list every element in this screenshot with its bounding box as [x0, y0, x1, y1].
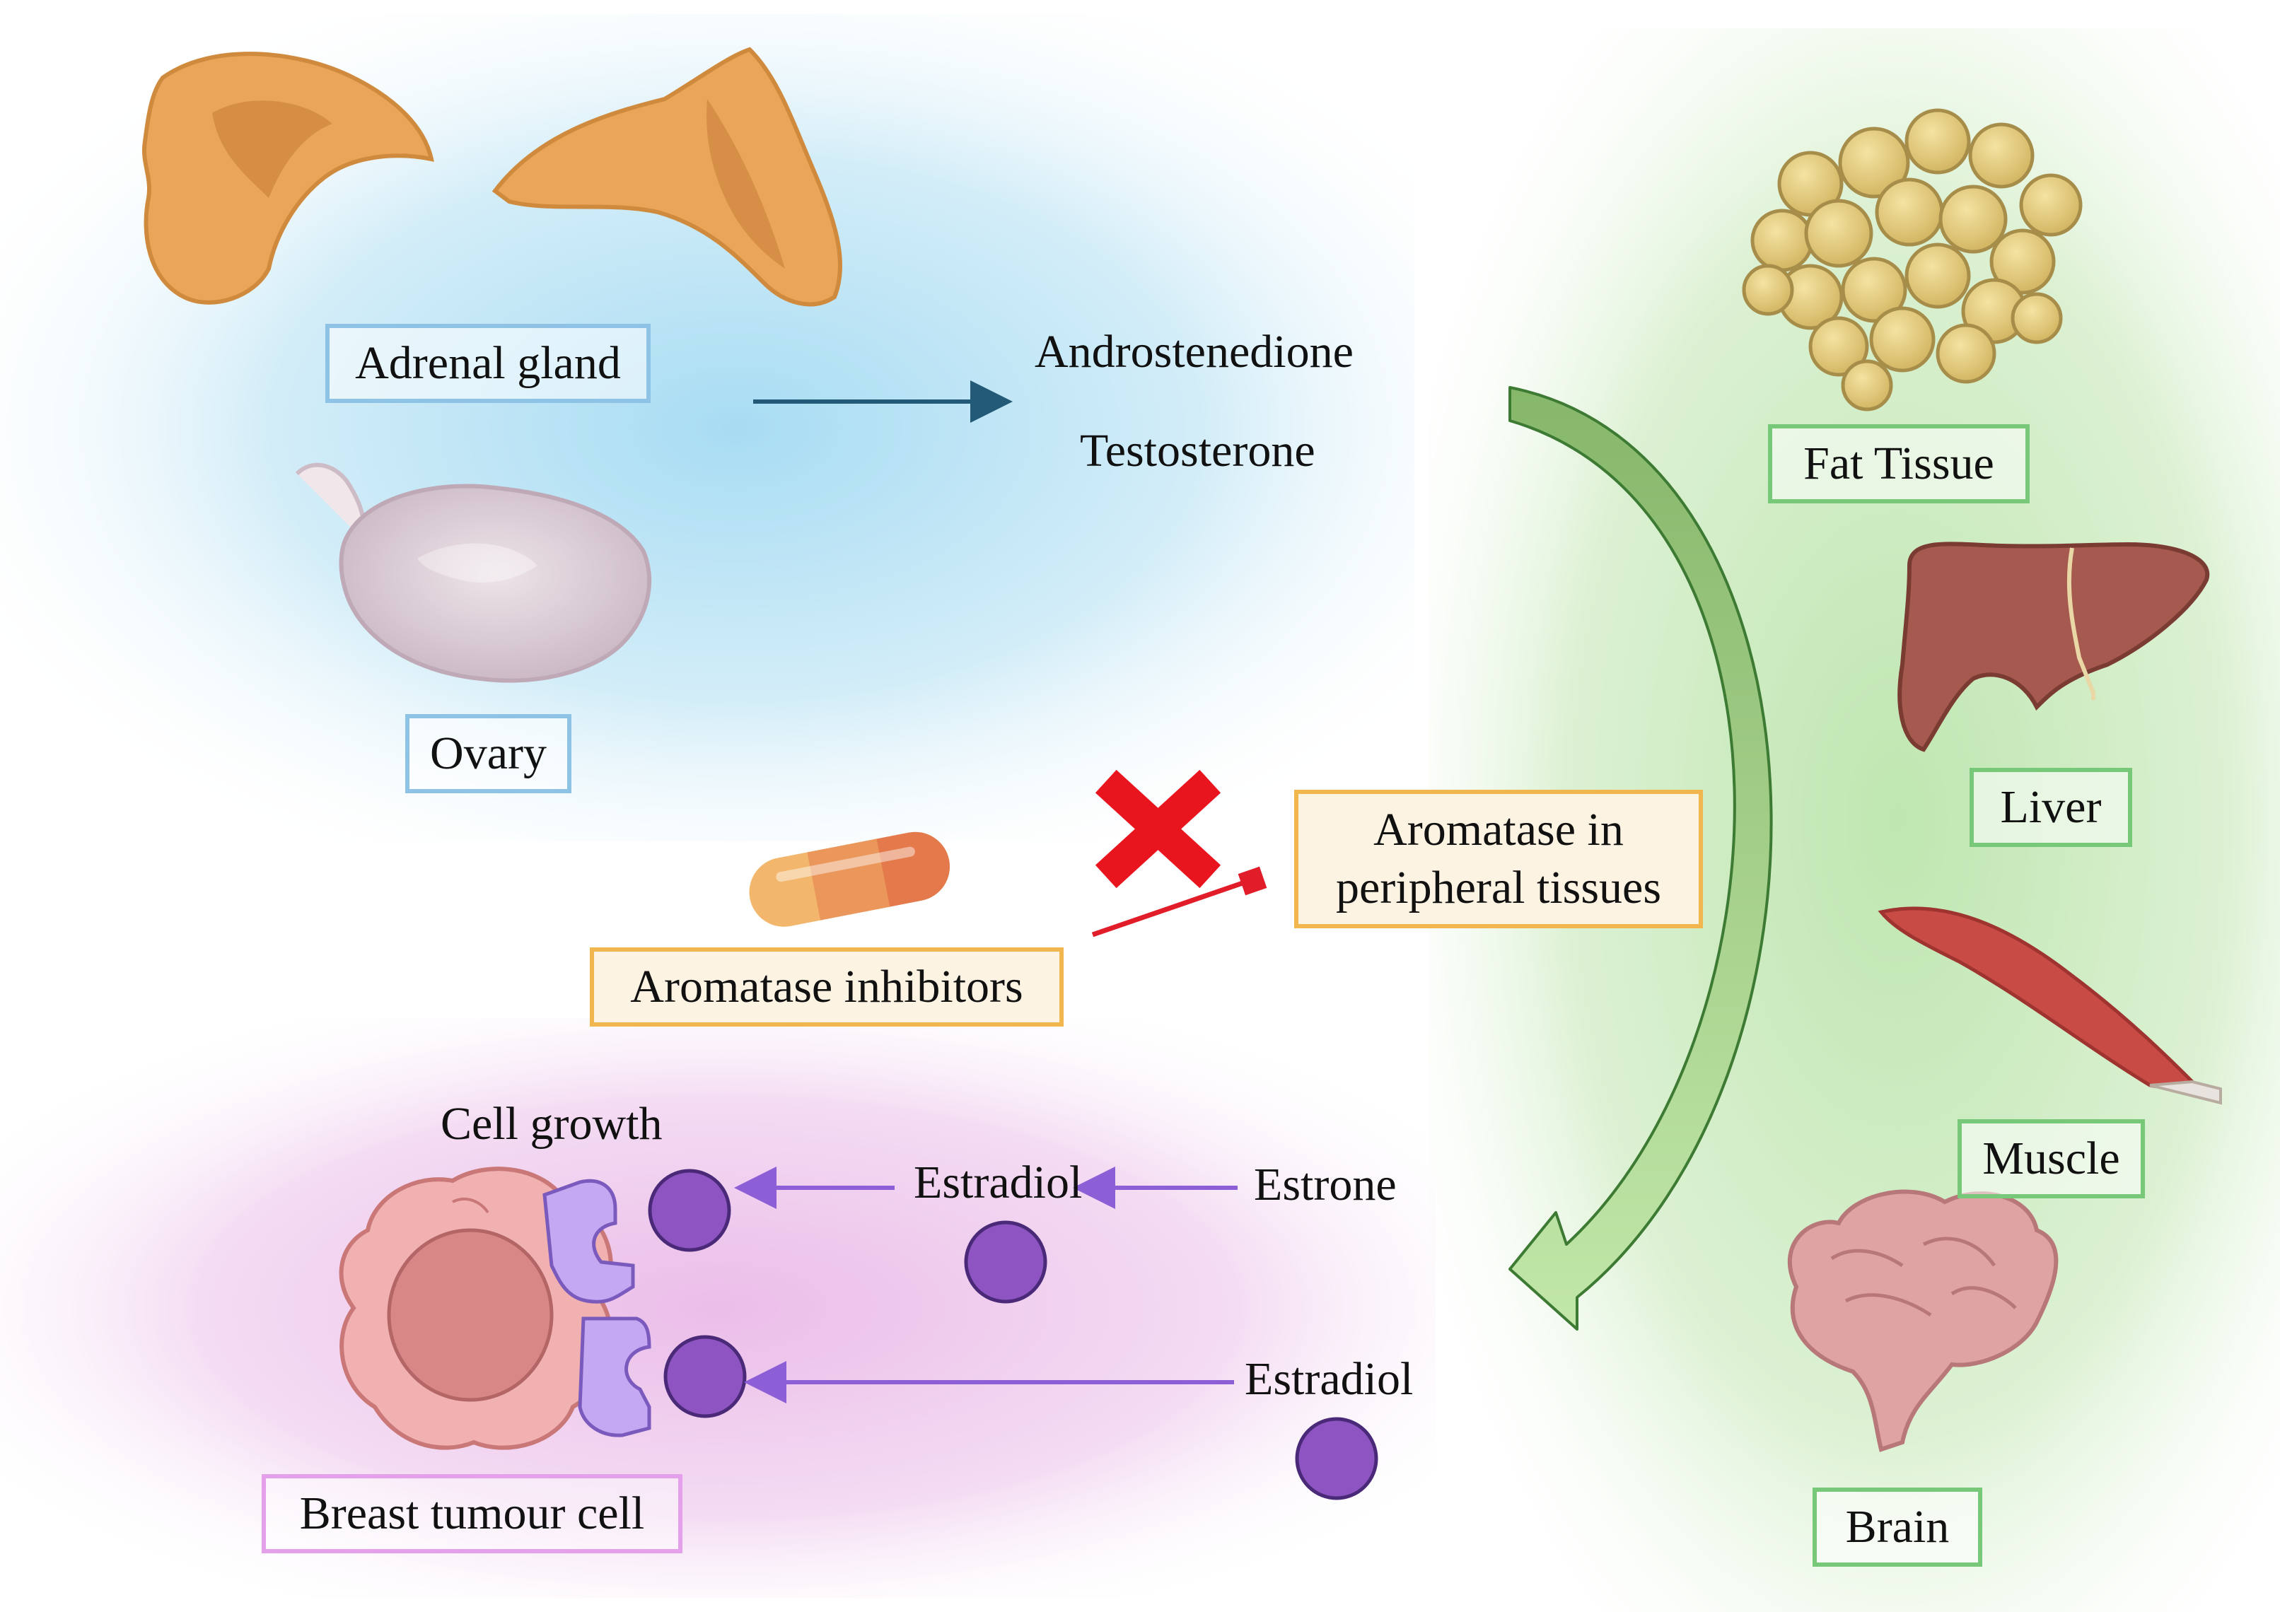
- cell-growth-label: Cell growth: [441, 1098, 663, 1150]
- estradiol-label-upper: Estradiol: [914, 1157, 1083, 1208]
- aromatase-inhibitors-label: Aromatase inhibitors: [590, 947, 1064, 1027]
- breast-tumour-cell-label: Breast tumour cell: [262, 1474, 682, 1553]
- muscle-label: Muscle: [1958, 1119, 2145, 1198]
- adrenal-gland-label: Adrenal gland: [325, 324, 651, 403]
- tumour-cell-icon: [339, 1167, 613, 1450]
- aromatase-label-line1: Aromatase in: [1373, 803, 1624, 855]
- fat-tissue-icon: [1742, 108, 2083, 411]
- testosterone-label: Testosterone: [1080, 425, 1315, 477]
- aromatase-label-line2: peripheral tissues: [1335, 862, 1662, 913]
- muscle-icon: [1878, 906, 2222, 1105]
- liver-label: Liver: [1970, 768, 2132, 847]
- brain-label: Brain: [1813, 1488, 1982, 1567]
- brain-icon: [1787, 1189, 2059, 1452]
- ovary-label: Ovary: [405, 714, 571, 793]
- fat-tissue-label: Fat Tissue: [1768, 424, 2030, 503]
- aromatization-curved-arrow: [1508, 386, 1773, 1331]
- ovary-icon: [295, 462, 651, 683]
- estrone-label: Estrone: [1254, 1159, 1397, 1210]
- inhibition-line: [1091, 866, 1267, 937]
- adrenal-gland-icon: [142, 47, 843, 307]
- pill-icon: [749, 831, 950, 927]
- estradiol-molecules: [648, 1169, 1378, 1500]
- receptor-lower: [578, 1316, 651, 1437]
- estradiol-label-lower: Estradiol: [1245, 1353, 1414, 1405]
- androstenedione-label: Androstenedione: [1035, 326, 1354, 378]
- pink-region: [0, 1018, 1436, 1598]
- block-x-icon: [1095, 769, 1221, 889]
- liver-icon: [1897, 542, 2210, 752]
- receptor-upper: [542, 1179, 635, 1304]
- aromatase-label: Aromatase in peripheral tissues: [1294, 790, 1703, 928]
